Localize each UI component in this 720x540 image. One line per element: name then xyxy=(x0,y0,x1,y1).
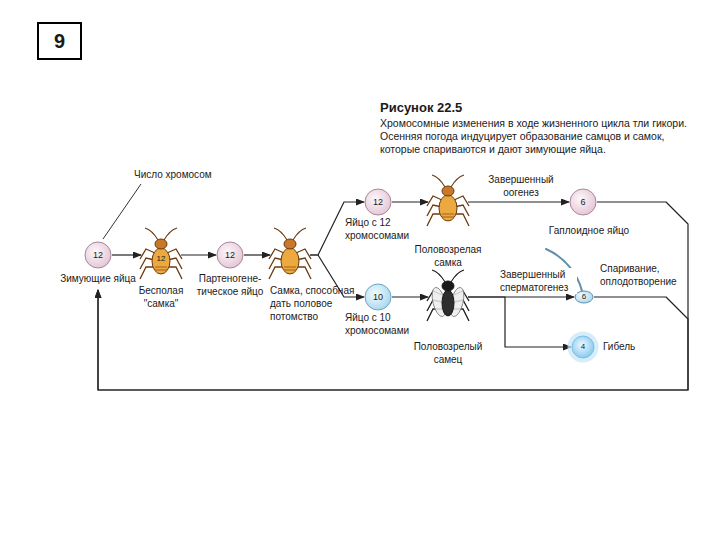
stage-label: Зимующие яйца xyxy=(54,272,142,285)
aphid-leg xyxy=(427,214,442,226)
chromosome-number: 12 xyxy=(149,254,173,264)
number-box: 9 xyxy=(37,22,82,60)
arrow-connector xyxy=(112,254,141,255)
chromosome-number: 4 xyxy=(571,335,595,359)
chromosome-number: 12 xyxy=(216,241,244,269)
axis-note: Число хромосом xyxy=(134,168,234,181)
aphid-stripe xyxy=(284,267,296,268)
aphid-leg xyxy=(269,267,284,279)
aphid-leg xyxy=(454,214,469,226)
aphid-head xyxy=(284,239,296,249)
aphid-female: Половозрелая самка xyxy=(428,179,468,225)
stage-label: Бесполая "самка" xyxy=(129,284,193,310)
aphid-female-figure xyxy=(270,232,310,278)
stage-label: Гаплоидное яйцо xyxy=(539,224,639,237)
aphid-antenna xyxy=(164,228,177,240)
aphid-body xyxy=(442,290,454,316)
arrow-connector xyxy=(392,296,428,297)
figure-title: Рисунок 22.5 xyxy=(380,100,462,115)
egg-shape xyxy=(570,189,596,215)
arrow-connector xyxy=(310,202,364,255)
egg-shape xyxy=(85,242,111,268)
stage-label: Яйцо с 10 хромосомами xyxy=(345,311,417,337)
aphid-leg xyxy=(167,267,182,279)
arrow-connector xyxy=(468,201,569,202)
chromosome-number: 12 xyxy=(84,241,112,269)
aphid-antenna xyxy=(274,228,287,240)
aphid-leg xyxy=(140,267,155,279)
aphid-antenna xyxy=(293,228,306,240)
aphid-stripe xyxy=(155,267,167,268)
aphid-stripe xyxy=(284,270,296,271)
edge-label: Завершенный сперматогенез xyxy=(499,268,577,294)
slide-number: 9 xyxy=(39,24,80,58)
aphid-male-figure xyxy=(428,274,468,320)
egg-shape xyxy=(217,242,243,268)
sperm-cell: 6 xyxy=(574,290,594,304)
aphid-antenna xyxy=(432,270,445,282)
egg-shape xyxy=(365,189,391,215)
arrow-connector xyxy=(244,254,270,255)
egg-circle: 12Партеногене- тическое яйцо xyxy=(216,241,244,269)
stage-label: Гибель xyxy=(603,340,663,353)
chromosome-number: 10 xyxy=(364,283,392,311)
aphid-antenna xyxy=(145,228,158,240)
stage-label: Партеногене- тическое яйцо xyxy=(190,272,270,298)
arrow-connector xyxy=(181,254,216,255)
leader-line xyxy=(103,184,141,239)
process-note: Спаривание, оплодотворение xyxy=(600,262,684,288)
sperm-head xyxy=(575,291,593,303)
arrow-connector xyxy=(468,297,571,347)
glow-ring xyxy=(570,334,596,360)
aphid-antenna xyxy=(432,175,445,187)
chromosome-number: 6 xyxy=(569,188,597,216)
egg-circle: 10Яйцо с 10 хромосомами xyxy=(364,283,392,311)
chromosome-number: 6 xyxy=(574,290,594,304)
arrow-connector xyxy=(98,202,688,390)
figure-caption: Хромосомные изменения в ходе жизненного … xyxy=(380,117,706,156)
stage-label: Половозрелый самец xyxy=(408,340,488,366)
egg-shape xyxy=(365,284,391,310)
stage-label: Яйцо с 12 хромосомами xyxy=(345,216,417,242)
aphid-stripe xyxy=(442,214,454,215)
aphid-antenna xyxy=(451,270,464,282)
egg-circle: 12Зимующие яйца xyxy=(84,241,112,269)
stage-label: Половозрелая самка xyxy=(408,243,488,269)
aphid-head xyxy=(155,239,167,249)
egg-circle: 6Гаплоидное яйцо xyxy=(569,188,597,216)
aphid-male: Половозрелый самец xyxy=(428,274,468,320)
aphid-head xyxy=(442,186,454,196)
egg-circle: 12Яйцо с 12 хромосомами xyxy=(364,188,392,216)
dying-cell: 4Гибель xyxy=(571,335,595,359)
aphid-head xyxy=(442,281,454,291)
aphid-body xyxy=(439,195,457,221)
aphid-stripe xyxy=(155,270,167,271)
aphid-female-figure xyxy=(428,179,468,225)
dying-cell-shape xyxy=(572,336,594,358)
chromosome-number: 12 xyxy=(364,188,392,216)
aphid-female: Самка, способная дать половое потомство xyxy=(270,232,310,278)
aphid-body xyxy=(281,248,299,274)
aphid-leg xyxy=(296,267,311,279)
aphid-antenna xyxy=(451,175,464,187)
arrow-connector xyxy=(98,290,688,390)
aphid-stripe xyxy=(442,217,454,218)
edge-label: Завершенный оогенез xyxy=(472,173,570,199)
aphid-female: 12Бесполая "самка" xyxy=(141,232,181,278)
arrow-connector xyxy=(392,201,428,202)
